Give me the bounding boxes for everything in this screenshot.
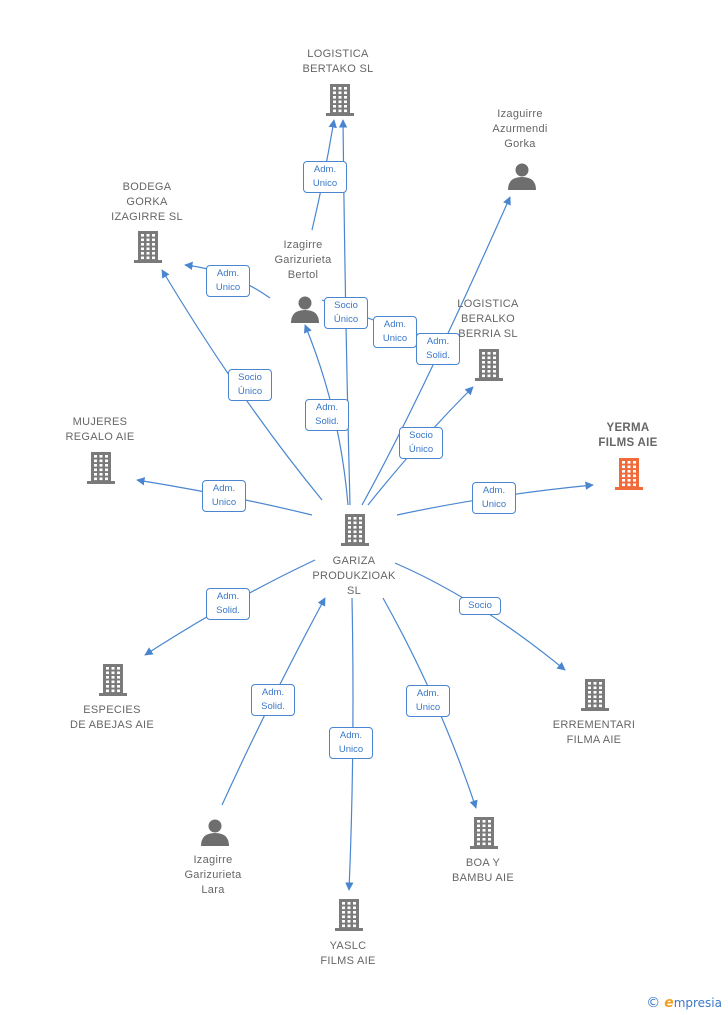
node-label-bodega-gorka[interactable]: BODEGA GORKA IZAGIRRE SL — [111, 181, 183, 223]
building-icon — [134, 231, 162, 263]
edge-label-e14: Adm. Unico — [329, 727, 373, 759]
node-label-gariza[interactable]: GARIZA PRODUKZIOAK SL — [312, 555, 396, 597]
building-icon — [99, 664, 127, 696]
node-label-boa-bambu[interactable]: BOA Y BAMBU AIE — [452, 857, 514, 884]
node-label-errementari[interactable]: ERREMENTARI FILMA AIE — [552, 719, 636, 746]
person-icon — [201, 819, 229, 846]
node-label-izagirre-azurmendi[interactable]: Izaguirre Azurmendi Gorka — [492, 108, 548, 150]
edge-line-e12 — [394, 562, 566, 671]
building-icon — [341, 514, 369, 546]
brand-initial: e — [664, 995, 674, 1011]
node-label-logistica-beralko[interactable]: LOGISTICA BERALKO BERRIA SL — [457, 298, 519, 340]
edge-label-e10: Adm. Unico — [472, 482, 516, 514]
node-label-mujeres-regalo[interactable]: MUJERES REGALO AIE — [65, 416, 135, 443]
building-icon — [581, 679, 609, 711]
person-icon — [508, 163, 536, 190]
edge-line-e6 — [361, 196, 511, 506]
edge-label-e3: Socio Único — [324, 297, 368, 329]
node-label-logistica-bertako[interactable]: LOGISTICA BERTAKO SL — [302, 48, 374, 75]
edge-label-e15: Adm. Unico — [406, 685, 450, 717]
edge-label-e13: Adm. Solid. — [251, 684, 295, 716]
node-label-yaslc-films[interactable]: YASLC FILMS AIE — [320, 940, 376, 967]
building-icon — [475, 349, 503, 381]
edge-label-e9: Adm. Unico — [202, 480, 246, 512]
edge-label-e2: Adm. Unico — [206, 265, 250, 297]
building-icon — [470, 817, 498, 849]
edge-label-e6: Adm. Solid. — [416, 333, 460, 365]
empresia-watermark: ©empresia — [646, 995, 722, 1011]
edge-label-e7: Socio Único — [399, 427, 443, 459]
edge-label-e5: Adm. Solid. — [305, 399, 349, 431]
node-label-yerma-films[interactable]: YERMA FILMS AIE — [598, 422, 658, 449]
edge-label-e1: Adm. Unico — [303, 161, 347, 193]
building-icon — [335, 899, 363, 931]
building-icon — [326, 84, 354, 116]
edge-label-e4: Adm. Unico — [373, 316, 417, 348]
brand-name: mpresia — [673, 996, 722, 1010]
edge-label-e11: Adm. Solid. — [206, 588, 250, 620]
copyright-icon: © — [646, 995, 661, 1011]
node-label-especies[interactable]: ESPECIES DE ABEJAS AIE — [70, 704, 154, 731]
node-label-izagirre-lara[interactable]: Izagirre Garizurieta Lara — [184, 854, 242, 896]
person-icon — [291, 296, 319, 323]
building-icon — [87, 452, 115, 484]
node-label-izagirre-bertol[interactable]: Izagirre Garizurieta Bertol — [274, 239, 332, 281]
building-icon — [615, 458, 643, 490]
edge-label-e12: Socio — [459, 597, 501, 615]
edge-label-e8: Socio Único — [228, 369, 272, 401]
